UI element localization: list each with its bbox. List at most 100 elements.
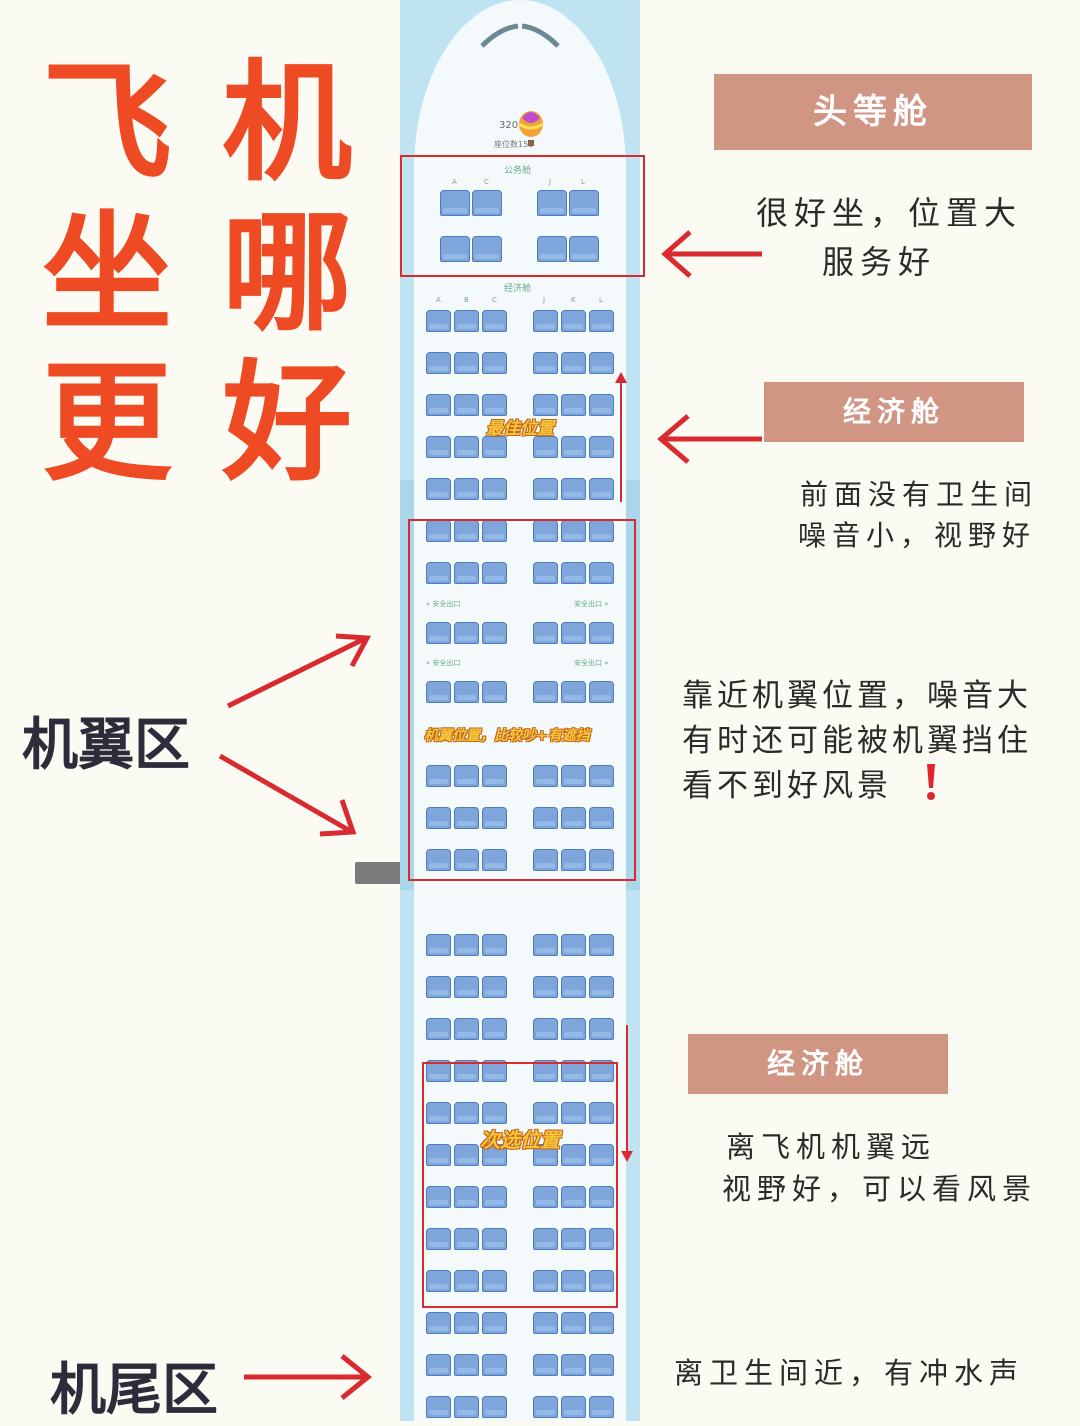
economy-seat[interactable] [482, 394, 507, 416]
business-seat[interactable] [569, 190, 599, 216]
economy-seat[interactable] [482, 1354, 507, 1376]
economy-seat[interactable] [561, 1312, 586, 1334]
economy-seat[interactable] [426, 1144, 451, 1166]
economy-seat[interactable] [426, 562, 451, 584]
economy-seat[interactable] [426, 310, 451, 332]
economy-seat[interactable] [454, 1144, 479, 1166]
economy-seat[interactable] [454, 1060, 479, 1082]
economy-seat[interactable] [533, 1312, 558, 1334]
economy-seat[interactable] [589, 1396, 614, 1418]
economy-seat[interactable] [426, 976, 451, 998]
economy-seat[interactable] [454, 1018, 479, 1040]
economy-seat[interactable] [533, 622, 558, 644]
economy-seat[interactable] [533, 681, 558, 703]
economy-seat[interactable] [454, 807, 479, 829]
economy-seat[interactable] [561, 976, 586, 998]
economy-seat[interactable] [482, 352, 507, 374]
economy-seat[interactable] [561, 394, 586, 416]
economy-seat[interactable] [482, 1018, 507, 1040]
economy-seat[interactable] [426, 934, 451, 956]
economy-seat[interactable] [561, 352, 586, 374]
economy-seat[interactable] [589, 394, 614, 416]
economy-seat[interactable] [533, 478, 558, 500]
economy-seat[interactable] [482, 1396, 507, 1418]
economy-seat[interactable] [533, 1144, 558, 1166]
economy-seat[interactable] [561, 934, 586, 956]
economy-seat[interactable] [482, 1228, 507, 1250]
economy-seat[interactable] [426, 1186, 451, 1208]
economy-seat[interactable] [482, 849, 507, 871]
economy-seat[interactable] [454, 352, 479, 374]
economy-seat[interactable] [426, 1228, 451, 1250]
economy-seat[interactable] [533, 1018, 558, 1040]
economy-seat[interactable] [589, 1270, 614, 1292]
economy-seat[interactable] [533, 934, 558, 956]
economy-seat[interactable] [561, 478, 586, 500]
economy-seat[interactable] [482, 1186, 507, 1208]
economy-seat[interactable] [454, 562, 479, 584]
economy-seat[interactable] [482, 436, 507, 458]
economy-seat[interactable] [589, 352, 614, 374]
economy-seat[interactable] [589, 976, 614, 998]
economy-seat[interactable] [589, 1228, 614, 1250]
economy-seat[interactable] [561, 807, 586, 829]
economy-seat[interactable] [589, 478, 614, 500]
economy-seat[interactable] [482, 765, 507, 787]
economy-seat[interactable] [533, 807, 558, 829]
economy-seat[interactable] [561, 1060, 586, 1082]
economy-seat[interactable] [561, 765, 586, 787]
economy-seat[interactable] [482, 934, 507, 956]
economy-seat[interactable] [533, 849, 558, 871]
economy-seat[interactable] [426, 1396, 451, 1418]
business-seat[interactable] [440, 236, 470, 262]
economy-seat[interactable] [426, 1354, 451, 1376]
economy-seat[interactable] [533, 1102, 558, 1124]
economy-seat[interactable] [589, 681, 614, 703]
economy-seat[interactable] [561, 1144, 586, 1166]
economy-seat[interactable] [482, 681, 507, 703]
business-seat[interactable] [440, 190, 470, 216]
economy-seat[interactable] [561, 562, 586, 584]
business-seat[interactable] [537, 190, 567, 216]
economy-seat[interactable] [561, 1396, 586, 1418]
economy-seat[interactable] [482, 807, 507, 829]
economy-seat[interactable] [533, 352, 558, 374]
economy-seat[interactable] [454, 1102, 479, 1124]
economy-seat[interactable] [561, 1270, 586, 1292]
economy-seat[interactable] [561, 1186, 586, 1208]
economy-seat[interactable] [426, 1312, 451, 1334]
economy-seat[interactable] [589, 622, 614, 644]
economy-seat[interactable] [589, 1354, 614, 1376]
economy-seat[interactable] [589, 807, 614, 829]
economy-seat[interactable] [482, 562, 507, 584]
economy-seat[interactable] [454, 1354, 479, 1376]
economy-seat[interactable] [426, 520, 451, 542]
economy-seat[interactable] [454, 765, 479, 787]
economy-seat[interactable] [454, 976, 479, 998]
economy-seat[interactable] [589, 1186, 614, 1208]
economy-seat[interactable] [426, 765, 451, 787]
economy-seat[interactable] [533, 765, 558, 787]
business-seat[interactable] [569, 236, 599, 262]
economy-seat[interactable] [454, 1312, 479, 1334]
economy-seat[interactable] [589, 849, 614, 871]
economy-seat[interactable] [589, 436, 614, 458]
economy-seat[interactable] [561, 681, 586, 703]
economy-seat[interactable] [533, 562, 558, 584]
economy-seat[interactable] [454, 310, 479, 332]
economy-seat[interactable] [482, 1060, 507, 1082]
economy-seat[interactable] [561, 1354, 586, 1376]
economy-seat[interactable] [454, 394, 479, 416]
economy-seat[interactable] [426, 436, 451, 458]
economy-seat[interactable] [426, 1018, 451, 1040]
economy-seat[interactable] [533, 1060, 558, 1082]
economy-seat[interactable] [561, 1102, 586, 1124]
economy-seat[interactable] [533, 310, 558, 332]
business-seat[interactable] [537, 236, 567, 262]
economy-seat[interactable] [482, 310, 507, 332]
economy-seat[interactable] [482, 1312, 507, 1334]
economy-seat[interactable] [426, 1270, 451, 1292]
economy-seat[interactable] [482, 478, 507, 500]
economy-seat[interactable] [454, 436, 479, 458]
economy-seat[interactable] [454, 1186, 479, 1208]
